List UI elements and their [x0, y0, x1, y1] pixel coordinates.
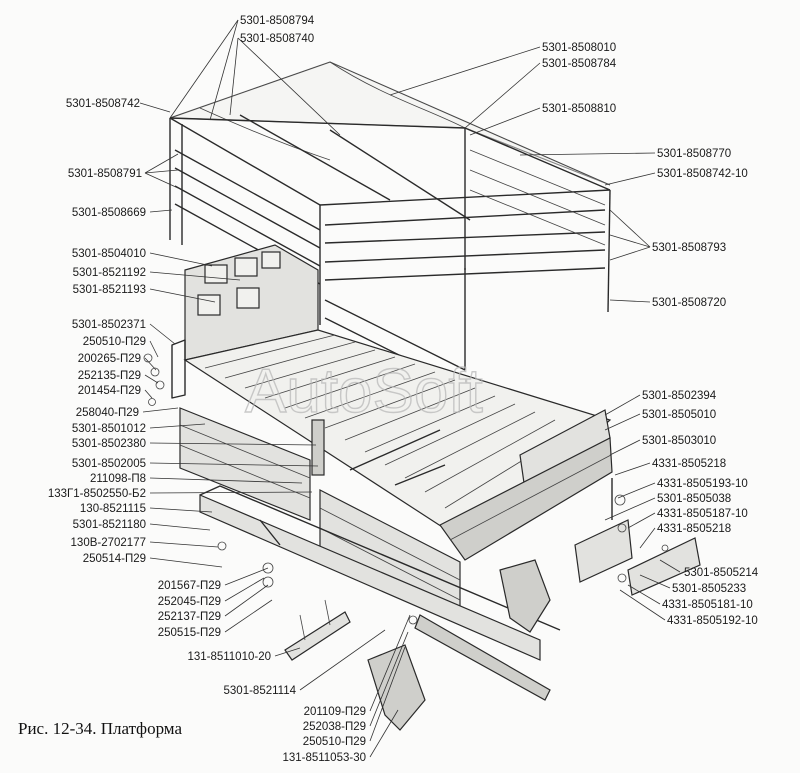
- part-label: 201567-П29: [158, 580, 221, 592]
- part-label: 5301-8504010: [72, 248, 146, 260]
- part-label: 5301-8505214: [684, 567, 759, 579]
- part-label: 5301-8505010: [642, 409, 716, 421]
- part-label: 5301-8502005: [72, 458, 146, 470]
- mudguard-front: [499, 559, 551, 633]
- part-label: 5301-8508740: [240, 33, 314, 45]
- part-label: 211098-П8: [90, 473, 146, 485]
- part-label: 252135-П29: [78, 370, 141, 382]
- part-label: 201454-П29: [78, 385, 141, 397]
- part-label: 4331-8505218: [652, 458, 726, 470]
- part-label: 5301-8505038: [657, 493, 731, 505]
- part-label: 5301-8503010: [642, 435, 716, 447]
- labels-right: 5301-8508794 5301-8508740 5301-8508010 5…: [240, 15, 759, 627]
- part-label: 4331-8505192-10: [667, 615, 758, 627]
- part-label: 5301-8502380: [72, 438, 146, 450]
- part-label: 250510-П29: [83, 336, 146, 348]
- part-label: 5301-8521180: [73, 519, 146, 531]
- watermark: AutoSoft: [245, 357, 483, 426]
- part-label: 258040-П29: [76, 407, 139, 419]
- front-board: [171, 244, 319, 399]
- part-label: 131-8511010-20: [187, 651, 271, 663]
- tarp-cover: [169, 61, 611, 186]
- part-label: 5301-8508010: [542, 42, 616, 54]
- fasteners-left: [143, 353, 418, 625]
- part-label: 4331-8505187-10: [657, 508, 748, 520]
- part-label: 252137-П29: [158, 611, 221, 623]
- part-label: 5301-8508742: [66, 98, 140, 110]
- part-label: 5301-8505233: [672, 583, 746, 595]
- part-label: 133Г1-8502550-Б2: [48, 488, 146, 500]
- subframe: [199, 485, 561, 701]
- part-label: 250515-П29: [158, 627, 221, 639]
- part-label: 5301-8508720: [652, 297, 726, 309]
- part-label: 5301-8502371: [72, 319, 146, 331]
- part-label: 201109-П29: [304, 706, 366, 718]
- part-label: 5301-8502394: [642, 390, 717, 402]
- part-label: 250510-П29: [303, 736, 366, 748]
- part-label: 130-8521115: [80, 503, 146, 515]
- part-label: 5301-8508794: [240, 15, 315, 27]
- mudguard-rear: [367, 644, 426, 731]
- leader-lines: [139, 19, 681, 758]
- platform-floor: [183, 329, 612, 546]
- part-label: 5301-8521193: [73, 284, 146, 296]
- part-label: 5301-8508742-10: [657, 168, 748, 180]
- figure-caption: Рис. 12-34. Платформа: [18, 719, 182, 738]
- part-label: 200265-П29: [78, 353, 141, 365]
- part-label: 5301-8501012: [72, 423, 146, 435]
- part-label: 250514-П29: [83, 553, 146, 565]
- part-label: 130В-2702177: [71, 537, 146, 549]
- part-label: 5301-8508770: [657, 148, 731, 160]
- part-label: 5301-8508669: [72, 207, 146, 219]
- part-label: 4331-8505181-10: [662, 599, 753, 611]
- part-label: 131-8511053-30: [282, 752, 366, 764]
- part-label: 5301-8521192: [73, 267, 146, 279]
- labels-left: 5301-8508742 5301-8508791 5301-8508669 5…: [48, 98, 366, 764]
- part-label: 5301-8508793: [652, 242, 726, 254]
- part-label: 4331-8505193-10: [657, 478, 748, 490]
- part-label: 5301-8508810: [542, 103, 616, 115]
- bracket-left: [284, 599, 351, 661]
- tarp-frame: [169, 114, 611, 389]
- part-label: 5301-8521114: [224, 685, 297, 697]
- part-label: 252045-П29: [158, 596, 221, 608]
- part-label: 5301-8508791: [68, 168, 142, 180]
- tailgate-lock: [574, 478, 701, 596]
- part-label: 5301-8508784: [542, 58, 617, 70]
- part-label: 252038-П29: [303, 721, 366, 733]
- part-label: 4331-8505218: [657, 523, 731, 535]
- right-side-board: [439, 409, 613, 561]
